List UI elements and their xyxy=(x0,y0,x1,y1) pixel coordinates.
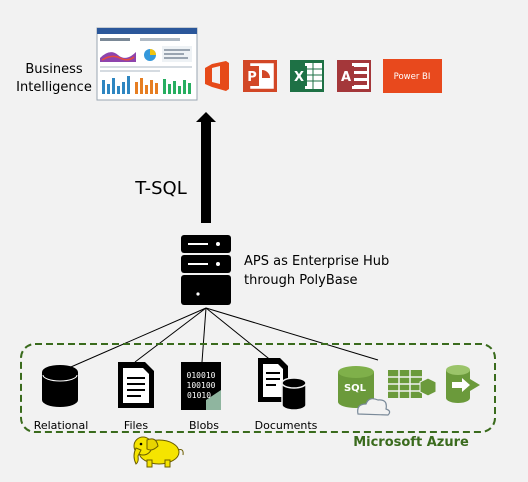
hub-label-line1: APS as Enterprise Hub xyxy=(244,254,389,269)
documents-label: Documents xyxy=(255,419,318,432)
access-icon: A xyxy=(337,60,371,92)
files-label: Files xyxy=(124,419,148,432)
bi-label-line1: Business xyxy=(25,62,83,77)
hub-label-line2: through PolyBase xyxy=(244,273,358,288)
blob-bits-1: 010010 xyxy=(187,371,216,380)
office-icon xyxy=(205,61,229,91)
server-icon xyxy=(181,235,231,305)
blob-bits-2: 100100 xyxy=(187,381,216,390)
relational-label: Relational xyxy=(34,419,89,432)
bi-dashboard-thumbnail xyxy=(96,27,198,101)
database-icon xyxy=(42,365,78,407)
blob-bits-3: 01010 xyxy=(187,391,211,400)
blob-icon: 010010 100100 01010 xyxy=(181,362,221,410)
sql-icon-text: SQL xyxy=(344,383,367,394)
powerpoint-icon: P xyxy=(243,60,277,92)
svg-text:X: X xyxy=(294,70,304,85)
bi-label-line2: Intelligence xyxy=(16,80,92,95)
excel-icon: X xyxy=(290,60,324,92)
svg-text:A: A xyxy=(341,70,351,85)
microsoft-azure-label: Microsoft Azure xyxy=(353,435,469,450)
hadoop-elephant-icon xyxy=(133,436,184,468)
file-icon xyxy=(118,362,154,408)
cloud-boundary xyxy=(20,343,496,433)
svg-text:P: P xyxy=(247,70,257,85)
azure-sql-database-icon: SQL xyxy=(338,366,391,416)
query-arrow xyxy=(196,112,216,223)
powerbi-icon: Power BI xyxy=(383,59,442,93)
connection-lines xyxy=(63,307,379,371)
blobs-label: Blobs xyxy=(189,419,219,432)
azure-data-sync-icon xyxy=(446,365,480,403)
azure-table-icon xyxy=(388,370,437,398)
document-store-icon xyxy=(258,358,307,411)
powerbi-label: Power BI xyxy=(394,72,431,82)
tsql-label: T-SQL xyxy=(134,178,186,199)
